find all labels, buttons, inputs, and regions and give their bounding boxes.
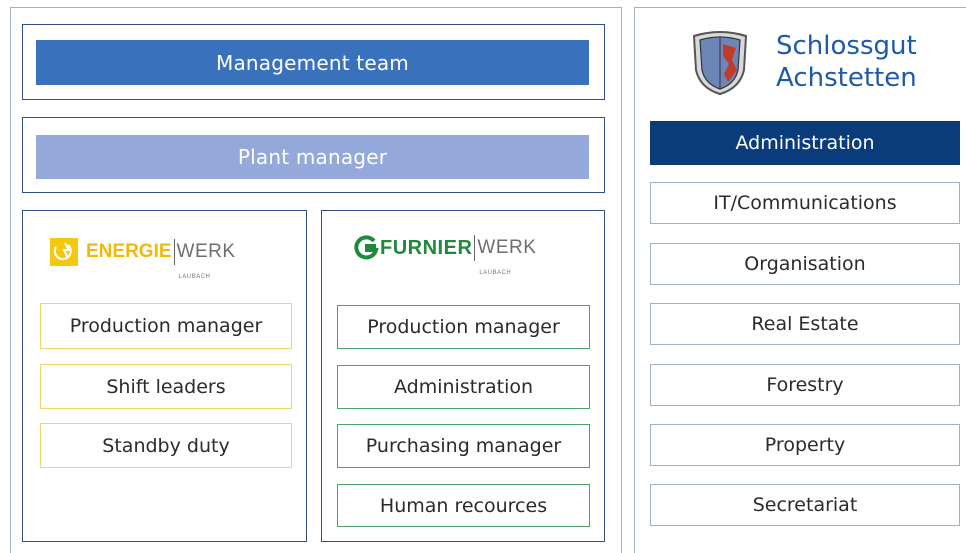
furnierwerk-frame [321,210,605,542]
furnierwerk-logo: FURNIER WERK LAUBACH [353,234,537,276]
furnier-logo-word: FURNIER [380,237,473,259]
energiewerk-frame [22,210,307,542]
administration-header-label: Administration [735,132,875,154]
energie-item-label: Shift leaders [106,375,226,398]
admin-item-4[interactable]: Property [650,424,960,466]
energie-item-0[interactable]: Production manager [40,303,292,349]
admin-item-1[interactable]: Organisation [650,243,960,285]
furnier-item-2[interactable]: Purchasing manager [337,424,590,468]
management-team-label: Management team [216,50,409,75]
logo-separator [474,235,476,261]
furnier-laubach-text: LAUBACH [479,270,512,276]
furnier-item-1[interactable]: Administration [337,365,590,409]
energie-item-2[interactable]: Standby duty [40,423,292,468]
admin-item-2[interactable]: Real Estate [650,303,960,345]
admin-item-label: Real Estate [751,313,859,335]
energie-logo-icon [50,238,78,266]
left-org-panel [10,7,622,553]
furnier-item-3[interactable]: Human recources [337,484,590,527]
furnier-item-0[interactable]: Production manager [337,305,590,349]
furnier-item-label: Purchasing manager [365,435,562,457]
energie-item-label: Standby duty [102,434,230,457]
brand-line-1: Schlossgut [776,31,917,61]
plant-manager-label: Plant manager [237,145,388,169]
furnier-item-label: Production manager [367,316,560,338]
management-team-bar[interactable]: Management team [36,40,589,85]
energiewerk-logo: ENERGIE WERK LAUBACH [50,238,236,280]
administration-header[interactable]: Administration [650,121,960,165]
admin-item-3[interactable]: Forestry [650,364,960,406]
energie-werk-text: WERK [176,241,236,262]
brand-name: Schlossgut Achstetten [776,30,917,94]
furnier-item-label: Administration [393,376,534,398]
brand-line-2: Achstetten [776,63,917,93]
energie-item-label: Production manager [69,315,263,337]
admin-item-label: Property [764,434,846,456]
plant-manager-bar[interactable]: Plant manager [36,135,589,179]
coat-of-arms-icon [690,30,750,96]
energie-item-1[interactable]: Shift leaders [40,364,292,409]
furnier-logo-werk: WERK LAUBACH [477,234,537,276]
admin-item-0[interactable]: IT/Communications [650,182,960,224]
admin-item-label: IT/Communications [713,192,897,214]
furnier-werk-text: WERK [477,237,537,258]
plant-manager-frame [22,117,605,193]
admin-item-label: Organisation [744,253,866,275]
furnier-logo-icon [354,235,379,260]
admin-item-label: Forestry [766,374,844,396]
logo-separator [173,239,175,265]
right-org-panel [634,7,966,553]
admin-item-5[interactable]: Secretariat [650,484,960,526]
energie-logo-werk: WERK LAUBACH [176,238,236,280]
management-team-frame [22,24,605,100]
furnier-item-label: Human recources [379,494,548,517]
energie-logo-word: ENERGIE [86,241,172,262]
energie-laubach-text: LAUBACH [178,274,211,280]
admin-item-label: Secretariat [752,494,858,516]
